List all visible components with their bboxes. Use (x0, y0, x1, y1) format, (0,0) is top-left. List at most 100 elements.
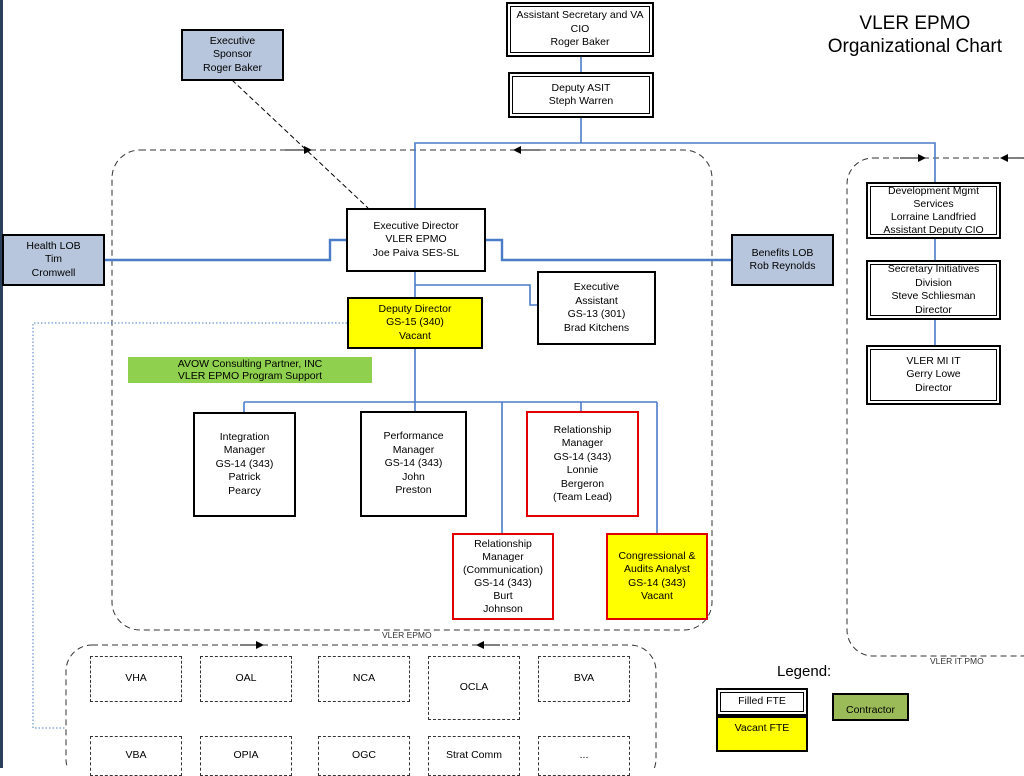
box-line: Benefits LOB (751, 246, 814, 259)
box-line: Tim (44, 253, 63, 266)
box-line: Manager (223, 444, 266, 457)
deputy-asit-box: Deputy ASIT Steph Warren (508, 72, 654, 118)
box-line: VLER EPMO Program Support (177, 370, 323, 382)
executive-assistant-box: Executive Assistant GS-13 (301) Brad Kit… (537, 271, 656, 345)
box-line: Secretary Initiatives (887, 263, 980, 275)
partner-vha: VHA (90, 656, 182, 702)
box-line: GS-14 (343) (628, 576, 686, 589)
box-line: Bergeron (560, 477, 605, 490)
partner-opia: OPIA (200, 736, 292, 776)
vler-mi-it-box: VLER MI IT Gerry Lowe Director (866, 345, 1001, 405)
box-line: Manager (561, 437, 604, 449)
box-line: Deputy Director (378, 302, 452, 315)
box-line: GS-15 (340) (386, 316, 444, 329)
integration-manager-box: Integration Manager GS-14 (343) Patrick … (193, 412, 296, 517)
box-line: Assistant (575, 294, 618, 307)
box-line: Integration (219, 430, 270, 443)
partner-more: ... (538, 736, 630, 776)
development-mgmt-box: Development Mgmt Services Lorraine Landf… (866, 182, 1001, 239)
box-line: Preston (395, 484, 432, 497)
box-line: (Communication) (463, 563, 543, 576)
box-line: Manager (482, 550, 524, 563)
box-line: Lorraine Landfried (890, 210, 977, 223)
box-line: AVOW Consulting Partner, INC (177, 357, 323, 370)
box-line: Brad Kitchens (563, 321, 630, 334)
performance-manager-box: Performance Manager GS-14 (343) John Pre… (360, 411, 467, 517)
chart-title: VLER EPMO Organizational Chart (828, 12, 1002, 58)
box-line: Assistant Secretary and VA (516, 9, 644, 22)
box-line: Manager (392, 443, 435, 456)
partner-ogc: OGC (318, 736, 410, 776)
executive-director-box: Executive Director VLER EPMO Joe Paiva S… (346, 208, 486, 272)
box-line: GS-14 (343) (215, 457, 274, 470)
vler-epmo-group (111, 149, 713, 631)
box-line: Roger Baker (203, 61, 262, 74)
box-line: Performance (383, 430, 444, 443)
box-line: GS-14 (343) (384, 457, 443, 470)
relationship-manager-communication-box: Relationship Manager (Communication) GS-… (452, 533, 554, 620)
chart-title-line-1: VLER EPMO (859, 13, 971, 34)
box-line: Development Mgmt (887, 184, 980, 197)
deputy-director-box: Deputy Director GS-15 (340) Vacant (347, 297, 483, 349)
executive-sponsor-box: Executive Sponsor Roger Baker (181, 29, 284, 81)
avow-contractor-box: AVOW Consulting Partner, INC VLER EPMO P… (128, 357, 372, 383)
partner-ocla: OCLA (428, 656, 520, 720)
box-line: John (402, 470, 425, 483)
box-line: Relationship (553, 423, 612, 436)
box-line: Gerry Lowe (906, 368, 961, 381)
legend-title: Legend: (777, 663, 832, 680)
legend-contractor: Contractor (832, 693, 909, 721)
box-line: Steve Schliesman (891, 290, 976, 302)
box-line: Executive (209, 34, 256, 47)
box-line: Executive Director (373, 219, 459, 232)
box-line: Division (915, 276, 952, 289)
partner-bva: BVA (538, 656, 630, 702)
box-line: GS-14 (343) (553, 450, 612, 463)
health-lob-box: Health LOB Tim Cromwell (2, 234, 105, 286)
box-line: Joe Paiva SES-SL (372, 246, 460, 259)
box-line: GS-14 (343) (474, 576, 532, 589)
vler-it-pmo-label: VLER IT PMO (930, 656, 984, 666)
partner-vba: VBA (90, 736, 182, 776)
secretary-initiatives-box: Secretary Initiatives Division Steve Sch… (866, 260, 1001, 320)
box-line: Cromwell (31, 266, 76, 279)
box-line: Director (915, 381, 952, 394)
vler-it-pmo-group (846, 157, 1024, 657)
box-line: Rob Reynolds (749, 260, 816, 272)
box-line: Audits Analyst (624, 563, 690, 575)
box-line: GS-13 (301) (567, 308, 626, 320)
box-line: Relationship (474, 537, 532, 550)
partner-oal: OAL (200, 656, 292, 702)
assistant-secretary-box: Assistant Secretary and VA CIO Roger Bak… (506, 2, 654, 57)
box-line: Patrick (228, 471, 261, 484)
box-line: VLER MI IT (906, 354, 961, 367)
congressional-analyst-box: Congressional & Audits Analyst GS-14 (34… (606, 533, 708, 620)
partner-strat-comm: Strat Comm (428, 736, 520, 776)
box-line: Congressional & (618, 549, 696, 562)
benefits-lob-box: Benefits LOB Rob Reynolds (731, 234, 834, 286)
box-line: Director (915, 303, 952, 316)
box-line: CIO (570, 22, 590, 35)
partners-group (65, 644, 657, 768)
box-line: Lonnie (566, 464, 599, 476)
vler-epmo-label: VLER EPMO (382, 630, 432, 640)
box-line: Vacant (641, 590, 673, 602)
box-line: (Team Lead) (553, 491, 612, 503)
box-line: Services (913, 197, 954, 210)
box-line: Pearcy (228, 484, 261, 497)
box-line: Johnson (483, 602, 523, 615)
box-line: Steph Warren (548, 95, 614, 107)
box-line: Roger Baker (550, 36, 610, 49)
box-line: Health LOB (26, 239, 81, 252)
legend-vacant-fte: Vacant FTE (716, 716, 808, 752)
partner-nca: NCA (318, 656, 410, 702)
relationship-manager-lead-box: Relationship Manager GS-14 (343) Lonnie … (526, 411, 639, 517)
box-line: VLER EPMO (385, 233, 447, 246)
chart-title-line-2: Organizational Chart (827, 36, 1002, 57)
box-line: Assistant Deputy CIO (883, 223, 984, 236)
legend-filled-fte: Filled FTE (716, 688, 808, 716)
box-line: Sponsor (212, 48, 253, 61)
box-line: Burt (493, 589, 513, 602)
box-line: Executive (573, 281, 620, 293)
